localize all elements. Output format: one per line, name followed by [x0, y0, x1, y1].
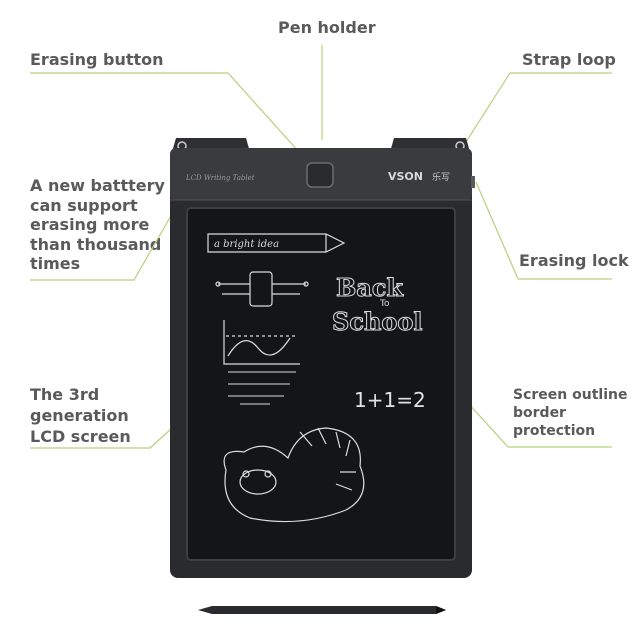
battery-label-line-3: erasing more: [30, 215, 150, 234]
screen-outline-label: Screen outline border protection: [513, 386, 627, 440]
lcd-screen: [186, 207, 456, 561]
tiger-doodle: [223, 427, 365, 523]
leader-erasing-lock: [475, 181, 612, 280]
screen-doodles: [207, 233, 365, 523]
screen-outline-label-line-1: Screen outline: [513, 387, 628, 403]
idea-text: a bright idea: [214, 239, 279, 250]
battery-label-line-2: can support: [30, 195, 138, 215]
leader-battery: [30, 213, 173, 281]
chart-doodle: [223, 320, 300, 365]
erasing-button-label: Erasing button: [30, 50, 164, 69]
brand-text: VSON: [388, 170, 423, 183]
pencil-doodle: [207, 233, 346, 253]
screen-outline-label-line-2: border: [513, 405, 566, 421]
brand-cn-text: 乐写: [432, 171, 450, 183]
leader-screen-outline: [457, 391, 612, 448]
screen-outline-label-line-3: protection: [513, 423, 596, 439]
battery-label-line-1: A new batttery: [30, 176, 165, 195]
battery-label-line-5: times: [30, 254, 81, 273]
leader-erasing-button: [30, 72, 309, 163]
erasing-lock-label: Erasing lock: [519, 251, 629, 270]
school-text: School: [332, 307, 423, 336]
leader-lines: [30, 45, 612, 449]
erasing-lock-switch[interactable]: [471, 176, 475, 188]
equation-text: 1+1=2: [354, 388, 426, 412]
stylus-pen: [198, 606, 446, 614]
strap-loop-label: Strap loop: [522, 50, 616, 69]
model-text: LCD Writing Tablet: [185, 174, 255, 182]
back-text: Back: [336, 273, 404, 302]
lcd-screen-label-line-1: The 3rd: [30, 385, 100, 404]
lcd-screen-label-line-2: generation: [30, 406, 129, 425]
pen-holder-label: Pen holder: [278, 18, 376, 37]
battery-label: A new batttery can support erasing more …: [30, 176, 165, 274]
phone-doodle: [249, 271, 273, 307]
to-text: To: [379, 299, 390, 309]
lcd-screen-label: The 3rd generation LCD screen: [30, 384, 131, 447]
lcd-screen-label-line-3: LCD screen: [30, 427, 131, 446]
notes-doodle: [228, 371, 296, 405]
battery-label-line-4: than thousand: [30, 234, 162, 254]
erase-button[interactable]: [306, 162, 334, 188]
leader-strap-loop: [465, 72, 612, 143]
lcd-tablet: LCD Writing Tablet VSON 乐写: [170, 138, 475, 578]
